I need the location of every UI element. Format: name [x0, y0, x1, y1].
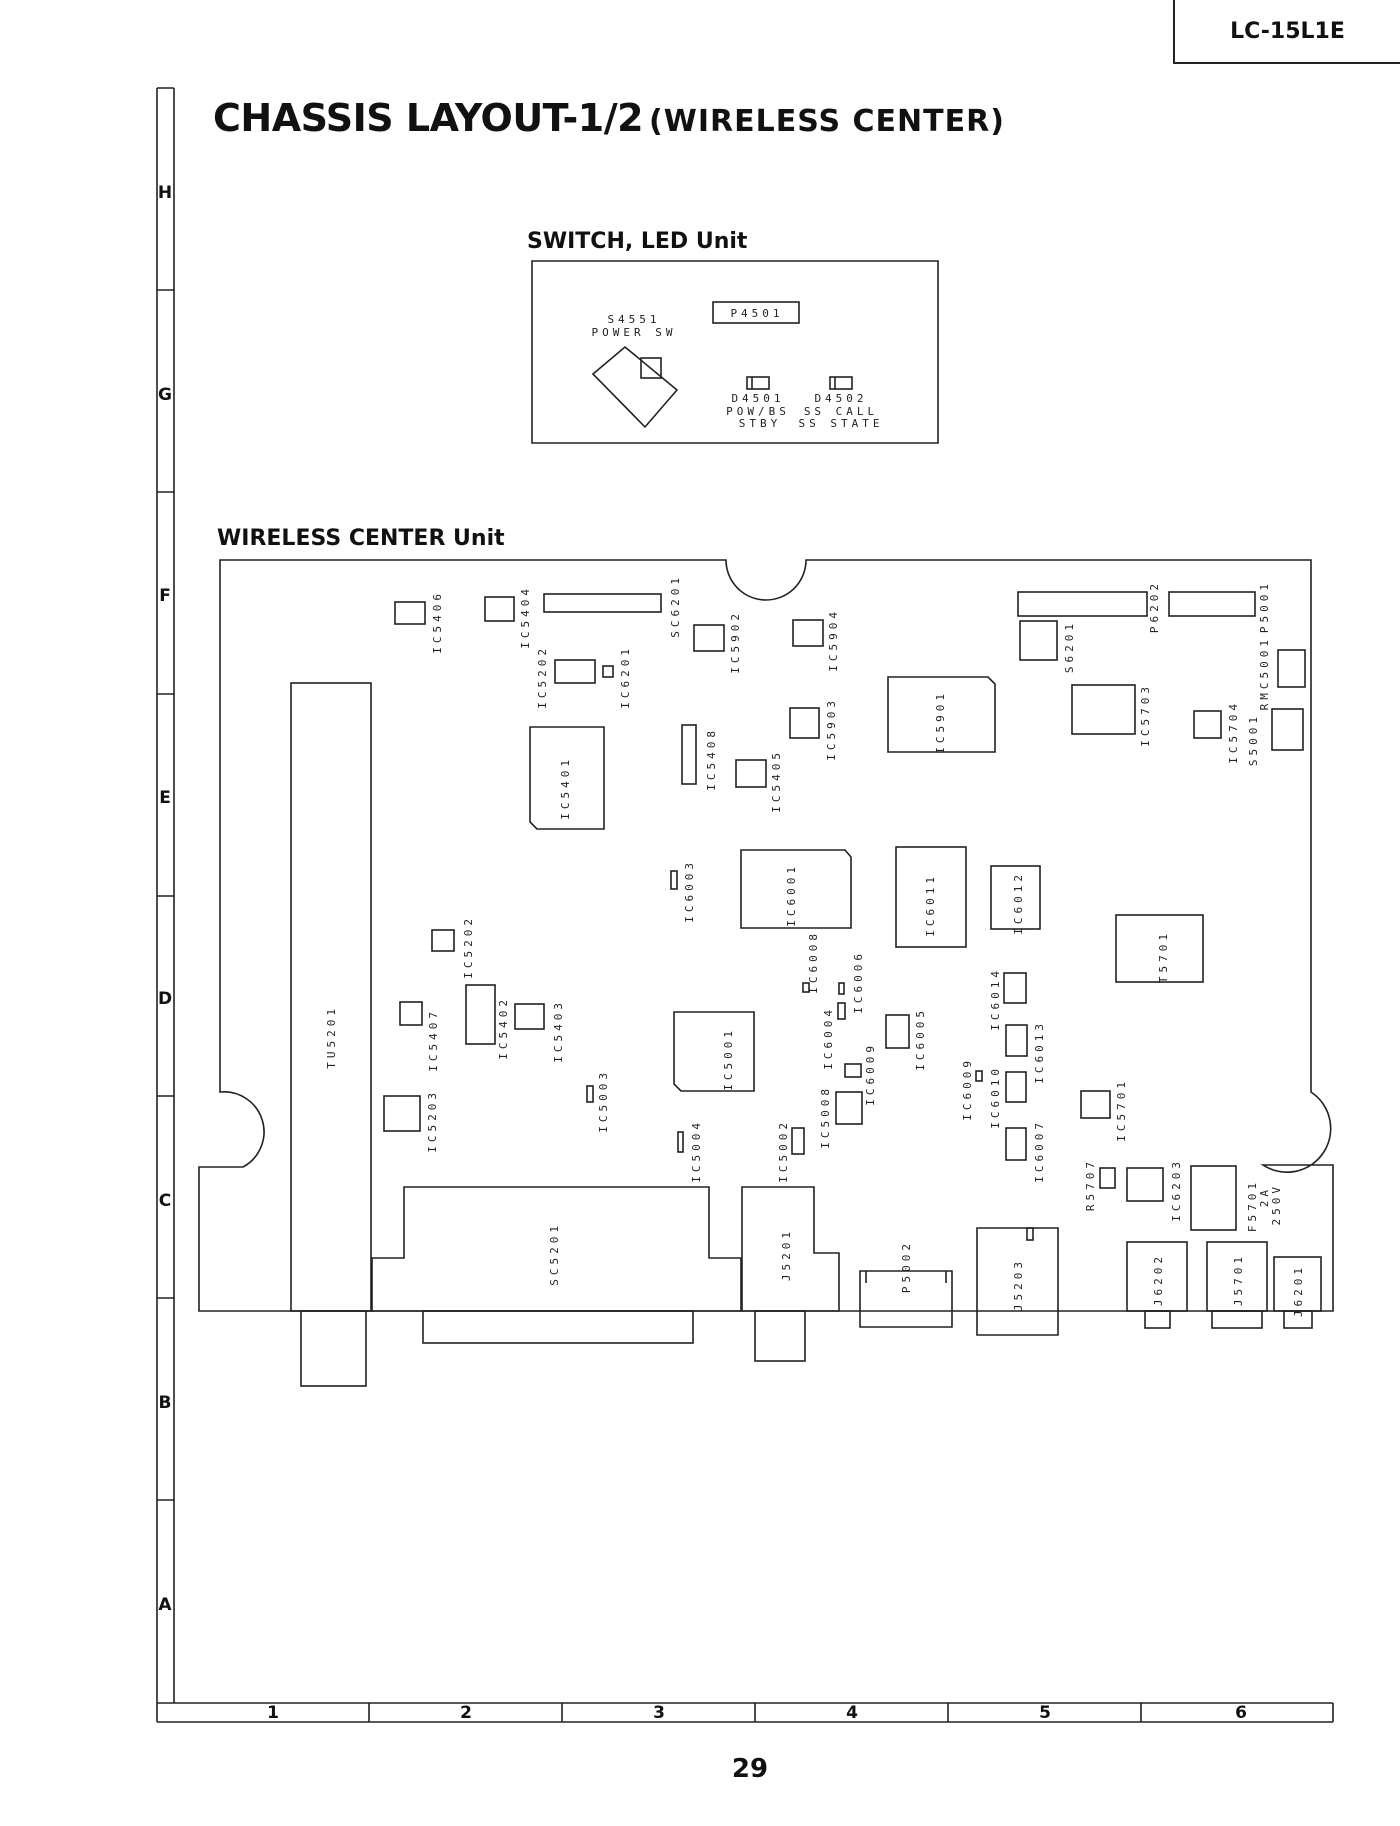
- components: [383, 591, 1306, 1231]
- ref-label: IC6010: [989, 1065, 1002, 1129]
- ref-label: J6202: [1152, 1253, 1165, 1306]
- ref-label: IC5404: [519, 585, 532, 649]
- d4501-desc: POW/BS: [726, 405, 790, 418]
- switch-unit-title: SWITCH, LED Unit: [527, 229, 748, 254]
- ref-label: SC6201: [669, 574, 682, 638]
- ref-label: IC5904: [827, 608, 840, 672]
- grid-col-label: 1: [267, 1703, 279, 1723]
- ref-label: J6201: [1292, 1264, 1305, 1317]
- page-title: CHASSIS LAYOUT-1/2(WIRELESS CENTER): [213, 96, 1005, 140]
- ref-label: IC5704: [1227, 700, 1240, 764]
- ref-label: J5203: [1012, 1258, 1025, 1311]
- ref-label: S6201: [1063, 620, 1076, 673]
- ref-label: IC6009: [961, 1057, 974, 1121]
- grid-col-label: 6: [1235, 1703, 1247, 1723]
- ref-label: P6202: [1148, 580, 1161, 633]
- ref-label: IC6005: [914, 1007, 927, 1071]
- ref-label: IC6011: [924, 873, 937, 937]
- ref-label: IC5405: [770, 749, 783, 813]
- ref-label: IC6006: [852, 950, 865, 1014]
- ref-label: IC5403: [552, 999, 565, 1063]
- ref-label: IC6009: [864, 1042, 877, 1106]
- ref-label: SC5201: [548, 1222, 561, 1286]
- ref-label: IC5402: [497, 996, 510, 1060]
- grid-col-label: 4: [846, 1703, 858, 1723]
- title-main: CHASSIS LAYOUT-1/2: [213, 96, 644, 140]
- ref-label: J5201: [780, 1228, 793, 1281]
- ref-label: IC5408: [705, 727, 718, 791]
- d4502-label: D4502: [814, 392, 867, 405]
- ref-label: IC6012: [1012, 871, 1025, 935]
- ref-label: 2A: [1258, 1186, 1271, 1207]
- ref-label: IC6201: [619, 645, 632, 709]
- page-number: 29: [731, 1754, 769, 1784]
- s4551-label: S4551: [607, 313, 660, 326]
- ref-label: 250V: [1270, 1183, 1283, 1226]
- ref-label: IC6003: [683, 859, 696, 923]
- ref-label: IC6001: [785, 863, 798, 927]
- ref-label: IC6004: [822, 1006, 835, 1070]
- ref-label: RMC5001: [1258, 636, 1271, 710]
- model-box: LC-15L1E: [1173, 0, 1400, 64]
- ref-label: IC5901: [934, 690, 947, 754]
- title-sub: (WIRELESS CENTER): [649, 104, 1005, 139]
- d4502-desc: SS CALL: [804, 405, 878, 418]
- model-number: LC-15L1E: [1230, 18, 1345, 44]
- ref-label: IC5003: [597, 1069, 610, 1133]
- ref-label: S5001: [1247, 713, 1260, 766]
- grid-row-label: A: [158, 1595, 172, 1615]
- ref-label: IC5202: [462, 915, 475, 979]
- switch-led-unit-board: [531, 260, 939, 444]
- ref-label: IC6014: [989, 967, 1002, 1031]
- wireless-unit-title: WIRELESS CENTER Unit: [217, 526, 505, 551]
- ref-label: IC5002: [777, 1119, 790, 1183]
- ref-label: IC5203: [426, 1089, 439, 1153]
- ref-label: J5701: [1232, 1253, 1245, 1306]
- grid-col-label: 5: [1039, 1703, 1051, 1723]
- ref-label: R5707: [1084, 1158, 1097, 1211]
- ref-label: IC6008: [807, 930, 820, 994]
- ref-label: P5002: [900, 1240, 913, 1293]
- grid-row-label: B: [159, 1393, 172, 1413]
- ref-label: IC5202: [536, 645, 549, 709]
- ref-label: F5701: [1246, 1179, 1259, 1232]
- d4501-desc2: STBY: [739, 417, 782, 430]
- grid-col-label: 2: [460, 1703, 472, 1723]
- ref-label: IC5407: [427, 1008, 440, 1072]
- ref-label: IC5004: [690, 1119, 703, 1183]
- s4551-desc: POWER SW: [592, 326, 677, 339]
- ref-label: IC6007: [1033, 1119, 1046, 1183]
- ref-label: IC5902: [729, 610, 742, 674]
- ref-label: IC5401: [559, 756, 572, 820]
- grid-row-label: D: [158, 989, 172, 1009]
- p4501-label: P4501: [730, 307, 783, 320]
- d4502-desc2: SS STATE: [799, 417, 884, 430]
- grid-row-label: H: [158, 183, 172, 203]
- ref-label: IC5001: [722, 1027, 735, 1091]
- grid-col-label: 3: [653, 1703, 665, 1723]
- grid-row-label: E: [159, 788, 171, 808]
- ref-label: IC5701: [1115, 1078, 1128, 1142]
- ref-label: IC6203: [1170, 1158, 1183, 1222]
- grid-row-label: C: [159, 1191, 171, 1211]
- ref-label: T5701: [1157, 930, 1170, 983]
- ref-label: IC5406: [431, 590, 444, 654]
- ref-label: P5001: [1258, 580, 1271, 633]
- ref-label: IC5703: [1139, 683, 1152, 747]
- grid-frame: [156, 87, 1334, 1723]
- grid-row-label: G: [158, 385, 172, 405]
- ref-label: TU5201: [325, 1005, 338, 1069]
- ref-label: IC6013: [1033, 1020, 1046, 1084]
- wireless-center-board: [198, 559, 1334, 1387]
- ref-label: IC5903: [825, 697, 838, 761]
- grid-row-label: F: [159, 586, 171, 606]
- ref-label: IC5008: [819, 1085, 832, 1149]
- d4501-label: D4501: [731, 392, 784, 405]
